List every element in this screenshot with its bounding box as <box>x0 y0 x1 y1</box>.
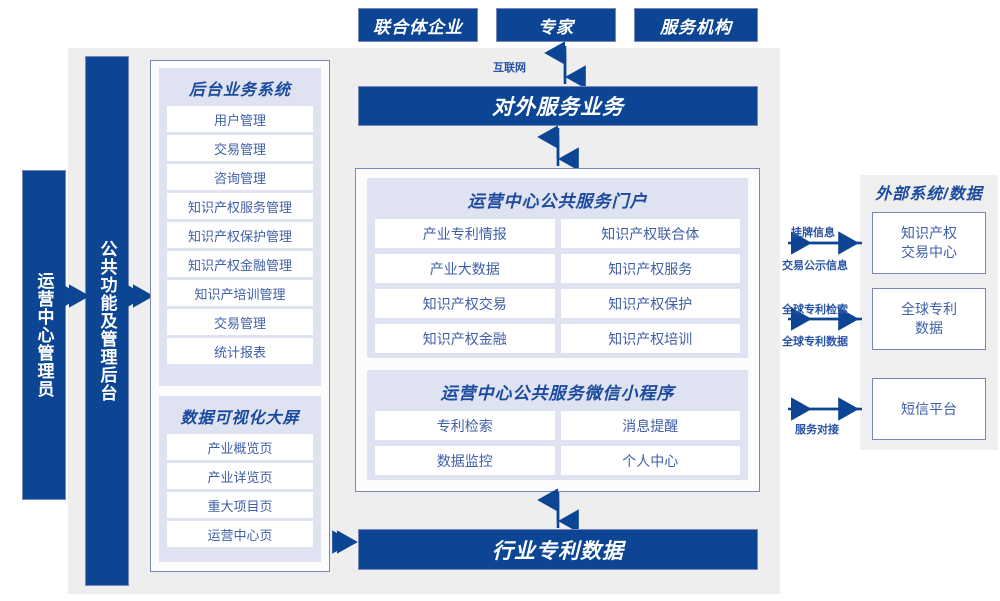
list-item[interactable]: 知识产权保护管理 <box>167 222 313 248</box>
list-item[interactable]: 咨询管理 <box>167 164 313 190</box>
backend-items-list: 用户管理交易管理咨询管理知识产权服务管理知识产权保护管理知识产权金融管理知识产培… <box>167 106 313 364</box>
grid-item[interactable]: 个人中心 <box>560 446 740 475</box>
grid-item-label: 知识产权服务 <box>608 260 693 277</box>
grid-item[interactable]: 产业专利情报 <box>375 219 555 248</box>
grid-item[interactable]: 知识产权服务 <box>560 254 740 283</box>
miniprogram-panel-title: 运营中心公共服务微信小程序 <box>440 384 675 403</box>
list-item-label: 产业概览页 <box>207 440 273 456</box>
list-item-label: 重大项目页 <box>207 498 273 514</box>
connector-arrow-sms-platform <box>788 397 862 421</box>
grid-item[interactable]: 知识产权联合体 <box>560 219 740 248</box>
list-item[interactable]: 交易管理 <box>167 135 313 161</box>
backend-panel-title: 后台业务系统 <box>188 82 291 99</box>
internet-label: 互联网 <box>493 62 526 74</box>
list-item-label: 知识产权保护管理 <box>187 228 292 244</box>
list-item[interactable]: 产业概览页 <box>167 434 313 460</box>
list-item[interactable]: 重大项目页 <box>167 492 313 518</box>
list-item[interactable]: 知识产权服务管理 <box>167 193 313 219</box>
actor-box-consortium[interactable]: 联合体企业 <box>358 8 478 42</box>
visualization-panel-title: 数据可视化大屏 <box>180 410 300 427</box>
connector-label-global-patent-data: 全球专利数据 <box>782 336 848 348</box>
list-item-label: 统计报表 <box>213 344 266 360</box>
list-item[interactable]: 知识产培训管理 <box>167 280 313 306</box>
industry-patent-data-bar[interactable]: 行业专利数据 <box>358 529 758 570</box>
connector-label-service-integration: 服务对接 <box>795 424 839 436</box>
grid-item-label: 知识产权交易 <box>422 295 507 312</box>
portal-items-grid: 产业专利情报知识产权联合体产业大数据知识产权服务知识产权交易知识产权保护知识产权… <box>375 219 740 353</box>
grid-item[interactable]: 数据监控 <box>375 446 555 475</box>
list-item[interactable]: 用户管理 <box>167 106 313 132</box>
list-item[interactable]: 产业详览页 <box>167 463 313 489</box>
grid-item-label: 专利检索 <box>436 417 493 434</box>
list-item-label: 运营中心页 <box>207 527 273 543</box>
list-item[interactable]: 运营中心页 <box>167 521 313 547</box>
grid-item-label: 消息提醒 <box>622 417 679 434</box>
external-service-bar[interactable]: 对外服务业务 <box>358 86 758 126</box>
grid-item-label: 数据监控 <box>436 452 493 469</box>
connector-label-transaction-disclosure: 交易公示信息 <box>782 260 848 272</box>
column-common-admin-label: 公共功能及管理后台 <box>97 240 117 402</box>
list-item-label: 交易管理 <box>213 315 266 331</box>
portal-panel-title: 运营中心公共服务门户 <box>467 192 648 211</box>
grid-item-label: 知识产权保护 <box>608 295 693 312</box>
column-operator-admin[interactable]: 运营中心管理员 <box>22 170 66 500</box>
external-system-global-patent[interactable]: 全球专利 数据 <box>872 288 986 350</box>
list-item-label: 交易管理 <box>213 141 266 157</box>
actor-box-expert[interactable]: 专家 <box>496 8 616 42</box>
grid-item-label: 知识产权培训 <box>608 330 693 347</box>
external-system-sms-platform[interactable]: 短信平台 <box>872 378 986 440</box>
list-item-label: 知识产权金融管理 <box>187 257 292 273</box>
grid-item[interactable]: 知识产权保护 <box>560 289 740 318</box>
grid-item-label: 产业专利情报 <box>422 225 507 242</box>
visualization-panel: 数据可视化大屏 产业概览页产业详览页重大项目页运营中心页 <box>159 396 321 562</box>
grid-item-label: 个人中心 <box>622 452 679 469</box>
miniprogram-items-grid: 专利检索 消息提醒数据监控 个人中心 <box>375 411 740 475</box>
list-item-label: 咨询管理 <box>213 170 266 186</box>
grid-item-label: 知识产权联合体 <box>601 225 700 242</box>
connector-label-listing-info: 挂牌信息 <box>791 227 835 239</box>
grid-item[interactable]: 知识产权培训 <box>560 324 740 353</box>
actor-box-service-agency[interactable]: 服务机构 <box>634 8 758 42</box>
ext-label-line1: 知识产权 <box>901 225 957 242</box>
list-item-label: 用户管理 <box>213 112 266 128</box>
ext-label-line1: 短信平台 <box>901 400 957 417</box>
miniprogram-panel: 运营中心公共服务微信小程序 专利检索 消息提醒数据监控 个人中心 <box>367 370 748 480</box>
column-common-admin[interactable]: 公共功能及管理后台 <box>85 56 129 586</box>
grid-item[interactable]: 知识产权交易 <box>375 289 555 318</box>
external-system-ip-exchange[interactable]: 知识产权 交易中心 <box>872 212 986 274</box>
list-item-label: 产业详览页 <box>207 469 273 485</box>
grid-item[interactable]: 专利检索 <box>375 411 555 440</box>
backend-business-panel: 后台业务系统 用户管理交易管理咨询管理知识产权服务管理知识产权保护管理知识产权金… <box>159 68 321 386</box>
visualization-items-list: 产业概览页产业详览页重大项目页运营中心页 <box>167 434 313 547</box>
ext-label-line2: 数据 <box>915 320 943 336</box>
grid-item[interactable]: 知识产权金融 <box>375 324 555 353</box>
portal-panel: 运营中心公共服务门户 产业专利情报 知识产权联合体产业大数据 知识产权服务知识产权交… <box>367 178 748 358</box>
grid-item[interactable]: 消息提醒 <box>560 411 740 440</box>
connector-label-global-patent-search: 全球专利检索 <box>782 304 848 316</box>
actor-label: 服务机构 <box>660 17 732 37</box>
list-item[interactable]: 统计报表 <box>167 338 313 364</box>
list-item[interactable]: 交易管理 <box>167 309 313 335</box>
external-panel-title: 外部系统/数据 <box>875 186 983 203</box>
ext-label-line1: 全球专利 <box>901 301 957 318</box>
actor-label: 联合体企业 <box>373 17 463 37</box>
list-item-label: 知识产权服务管理 <box>187 199 292 215</box>
industry-patent-data-label: 行业专利数据 <box>492 539 624 563</box>
grid-item-label: 知识产权金融 <box>422 330 507 347</box>
column-operator-label: 运营中心管理员 <box>34 272 54 398</box>
list-item[interactable]: 知识产权金融管理 <box>167 251 313 277</box>
grid-item-label: 产业大数据 <box>429 260 500 277</box>
external-service-label: 对外服务业务 <box>492 96 624 119</box>
actor-label: 专家 <box>538 17 574 37</box>
ext-label-line2: 交易中心 <box>901 244 957 260</box>
list-item-label: 知识产培训管理 <box>194 286 286 302</box>
grid-item[interactable]: 产业大数据 <box>375 254 555 283</box>
